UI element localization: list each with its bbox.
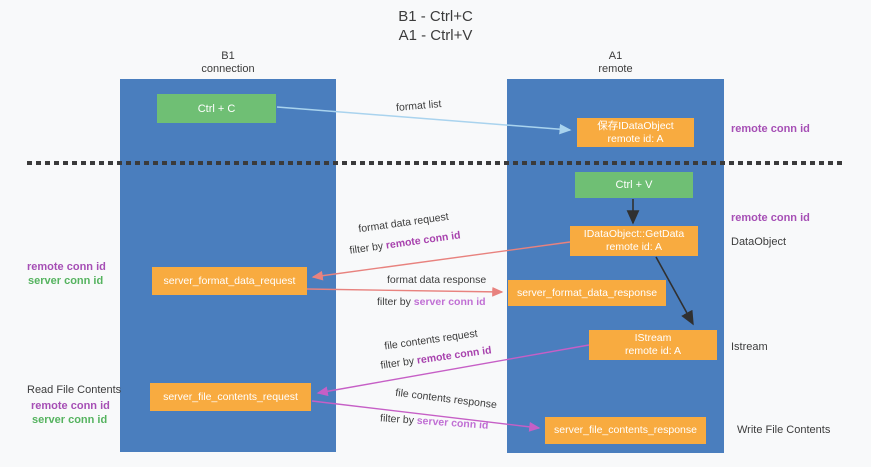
label-istream: Istream (731, 341, 768, 353)
filter-key-server-conn-id: server conn id (416, 414, 489, 432)
edge-label-format-list: format list (396, 98, 442, 114)
edge-label-file-contents-response: file contents response (395, 387, 498, 411)
filter-key-server-conn-id: server conn id (413, 296, 486, 308)
label-read-file-contents: Read File Contents (27, 384, 122, 396)
node-server-format-data-response: server_format_data_response (508, 280, 666, 306)
node-ctrl-v: Ctrl + V (575, 172, 693, 198)
filter-key-remote-conn-id: remote conn id (416, 344, 493, 367)
filter-prefix: filter by (377, 296, 414, 308)
lane-header-a1: A1 remote (507, 50, 724, 76)
label-dataobject: DataObject (731, 236, 787, 248)
edge-label-format-data-response-text: format data response (387, 274, 487, 286)
node-istream-line2: remote id: A (624, 345, 682, 357)
node-server-file-contents-response: server_file_contents_response (545, 417, 706, 444)
label-write-file-contents: Write File Contents (737, 424, 831, 436)
label-remote-conn-id-right-1: remote conn id (731, 123, 810, 135)
lane-b1-name: B1 (221, 50, 235, 62)
node-ctrl-c-label: Ctrl + C (197, 102, 236, 115)
node-save-idataobject: 保存IDataObject remote id: A (577, 118, 694, 147)
label-server-conn-id-left-1: server conn id (28, 275, 104, 287)
lane-a1-subtitle: remote (598, 63, 633, 75)
edge-label-format-data-response: format data response (387, 274, 486, 286)
lane-a1-name: A1 (608, 50, 623, 62)
node-istream: IStream remote id: A (589, 330, 717, 360)
node-save-idataobject-line2: remote id: A (607, 132, 664, 145)
edge-label-format-response-filter: filter by server conn id (377, 296, 486, 308)
node-format-request-label: server_format_data_request (163, 274, 296, 287)
node-server-file-contents-request: server_file_contents_request (150, 383, 311, 411)
arrow-format-data-response (306, 286, 504, 297)
label-remote-conn-id-left-1: remote conn id (27, 261, 106, 273)
label-remote-conn-id-left-2: remote conn id (31, 400, 110, 412)
node-getdata-line1: IDataObject::GetData (583, 228, 685, 240)
dashed-divider (27, 161, 845, 165)
node-ctrl-v-label: Ctrl + V (615, 179, 653, 191)
node-server-format-data-request: server_format_data_request (152, 267, 307, 295)
node-ctrl-c: Ctrl + C (157, 94, 276, 123)
label-server-conn-id-left-2: server conn id (32, 414, 108, 426)
node-istream-line1: IStream (634, 332, 672, 344)
diagram-title-line1: B1 - Ctrl+C (398, 8, 473, 25)
filter-prefix: filter by (379, 354, 418, 372)
edge-label-file-response-filter: filter by server conn id (380, 412, 489, 432)
lane-header-b1: B1 connection (120, 50, 336, 76)
edge-label-file-contents-response-text: file contents response (394, 386, 498, 412)
filter-key-remote-conn-id: remote conn id (385, 229, 462, 252)
node-save-idataobject-line1: 保存IDataObject (597, 119, 674, 132)
label-remote-conn-id-right-2: remote conn id (731, 212, 810, 224)
node-idataobject-getdata: IDataObject::GetData remote id: A (570, 226, 698, 256)
node-format-response-label: server_format_data_response (516, 286, 658, 299)
node-file-request-label: server_file_contents_request (163, 390, 298, 403)
edge-label-format-list-text: format list (395, 98, 442, 114)
lane-b1-subtitle: connection (201, 63, 255, 75)
node-file-response-label: server_file_contents_response (553, 424, 697, 436)
filter-prefix: filter by (379, 412, 418, 427)
diagram-title: B1 - Ctrl+C A1 - Ctrl+V (0, 7, 871, 45)
diagram-title-line2: A1 - Ctrl+V (398, 27, 473, 44)
node-getdata-line2: remote id: A (605, 241, 663, 253)
filter-prefix: filter by (348, 239, 387, 257)
